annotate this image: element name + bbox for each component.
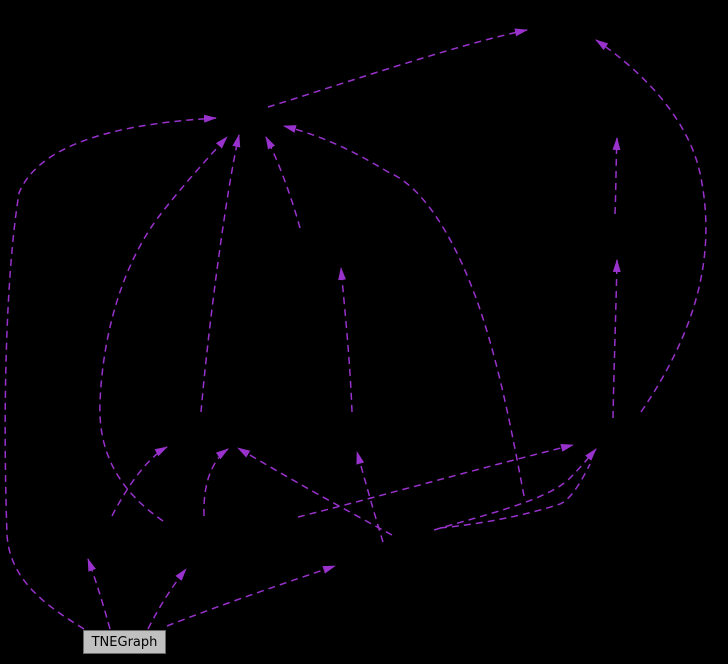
dashed-edge-tnegraph-to-node-j <box>147 568 187 630</box>
dashed-edge-node-h-to-top-node-right-arc <box>595 39 707 413</box>
graph-node-tnegraph[interactable]: TNEGraph <box>83 630 166 654</box>
dashed-edge-node-k-to-node-m <box>356 451 384 543</box>
dashed-edge-node-k-to-node-h-lower-arc <box>433 448 597 531</box>
dashed-edge-node-k-to-node-h-parallel-arc <box>439 463 591 529</box>
dashed-edge-node-k-to-node-e-diagonal <box>237 447 393 536</box>
dashed-edge-node-i-to-node-e-arc <box>111 446 168 517</box>
dashed-edge-node-j-to-node-e2-arc <box>203 448 229 517</box>
dashed-edge-mid-left-vertical-to-hub <box>200 134 241 413</box>
dashed-edge-node-f-to-node-g-vertical <box>612 137 621 215</box>
dashed-edge-tnegraph-to-hub-far-left-arc <box>4 114 217 630</box>
dashed-edge-left-cluster-to-node-h-long <box>297 443 574 518</box>
dashed-edge-node-m-to-node-d-vertical <box>338 267 353 413</box>
dashed-edge-tnegraph-to-node-i <box>87 558 111 630</box>
dashed-edge-hub-to-top-node <box>267 28 528 108</box>
dashed-edge-node-d-to-hub <box>265 136 301 229</box>
graph-node-label: TNEGraph <box>91 634 158 650</box>
dashed-edge-left-c-arc-to-hub <box>99 136 228 522</box>
dashed-edge-long-right-curve-to-hub <box>283 125 525 497</box>
dashed-edge-tnegraph-to-node-k <box>166 565 336 627</box>
dashed-edge-node-h-to-node-f-vertical <box>612 259 621 419</box>
